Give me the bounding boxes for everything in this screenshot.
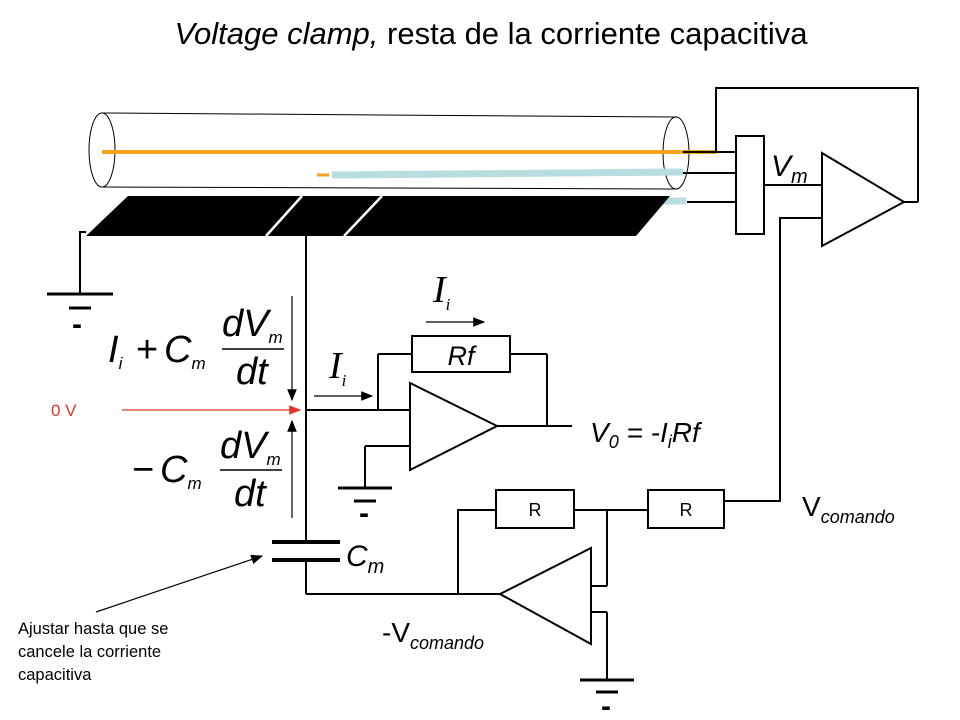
adjust-note-line-3: capacitiva — [18, 666, 92, 684]
svg-text:dVm: dVm — [222, 303, 283, 347]
main-wires — [305, 236, 572, 595]
resistor-r-right — [647, 489, 725, 529]
svg-text:Ii: Ii — [108, 329, 124, 373]
inverting-amplifier — [497, 546, 592, 646]
v0-label: V0 = -IiRf — [590, 417, 703, 452]
adjust-note: Ajustar hasta que se cancele la corrient… — [18, 618, 268, 687]
r-right-label: R — [680, 500, 693, 520]
resistor-rf — [411, 335, 511, 373]
ground-bottom-minus: - — [601, 690, 611, 720]
outer-electrode-upper — [331, 168, 684, 179]
vm-circuit — [683, 87, 919, 502]
vcomando-label: Vcomando — [802, 491, 895, 527]
inverting-circuit-wires — [457, 509, 648, 648]
capacitor-cm — [272, 540, 340, 562]
page-title: Voltage clamp, resta de la corriente cap… — [175, 16, 809, 51]
partition-right — [343, 195, 383, 237]
bath-chamber — [86, 196, 670, 236]
vm-label: Vm — [771, 150, 808, 188]
neg-vcomando-label: -Vcomando — [382, 617, 484, 653]
partition-left — [265, 195, 303, 237]
svg-text:Cm: Cm — [164, 329, 206, 373]
ground-iv-amp — [338, 486, 392, 503]
ii-mid-label: Ii — [328, 345, 347, 390]
ground-left — [47, 231, 113, 310]
adjust-arrow — [95, 554, 264, 613]
svg-text:−: − — [132, 449, 154, 491]
ii-top-label: Ii — [432, 269, 451, 314]
svg-text:dt: dt — [236, 351, 269, 393]
adjust-note-line-2: cancele la corriente — [18, 643, 162, 661]
resistor-r-left — [495, 489, 575, 529]
svg-text:Cm: Cm — [160, 449, 202, 493]
ground-left-minus: - — [72, 308, 82, 341]
ground-iv-minus: - — [359, 497, 369, 530]
svg-text:dVm: dVm — [220, 425, 281, 469]
r-left-label: R — [529, 500, 542, 520]
formula-lower: − Cm dVm dt — [132, 425, 282, 515]
current-amplifier — [409, 381, 500, 472]
svg-text:dt: dt — [234, 473, 267, 515]
rf-label: Rf — [448, 341, 477, 371]
adjust-note-line-1: Ajustar hasta que se — [18, 620, 169, 638]
formula-upper: Ii + Cm dVm dt — [108, 303, 284, 393]
cm-label: Cm — [346, 540, 384, 578]
svg-text:+: + — [136, 329, 158, 371]
zero-v-label: 0 V — [51, 401, 77, 420]
